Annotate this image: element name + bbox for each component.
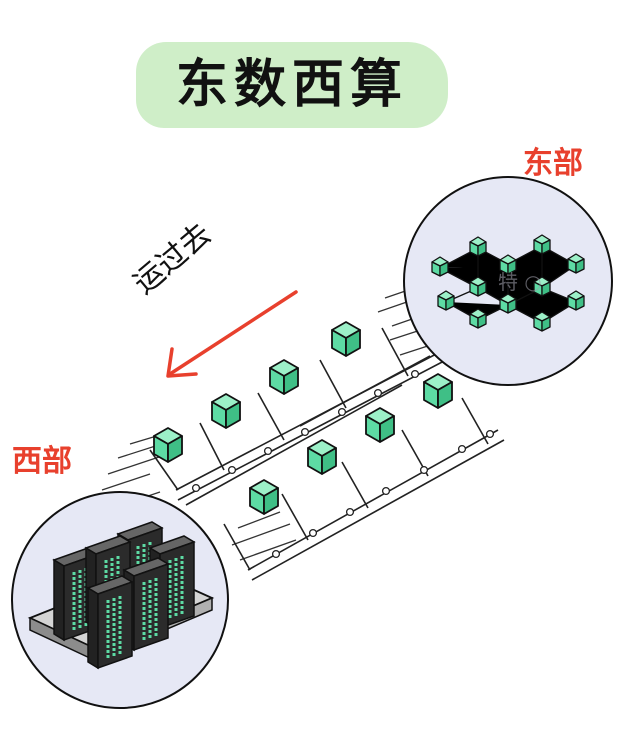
west-label: 西部 [12,444,72,479]
watermark: 特 ○ [498,270,542,294]
conveyor-track [149,327,505,581]
page-title: 东数西算 [175,55,408,115]
west-circle [11,491,229,709]
arrow-left-icon [166,290,298,378]
rail-rivets [191,369,495,559]
east-label: 东部 [523,146,583,181]
title-badge [136,42,448,128]
east-circle [403,176,613,386]
